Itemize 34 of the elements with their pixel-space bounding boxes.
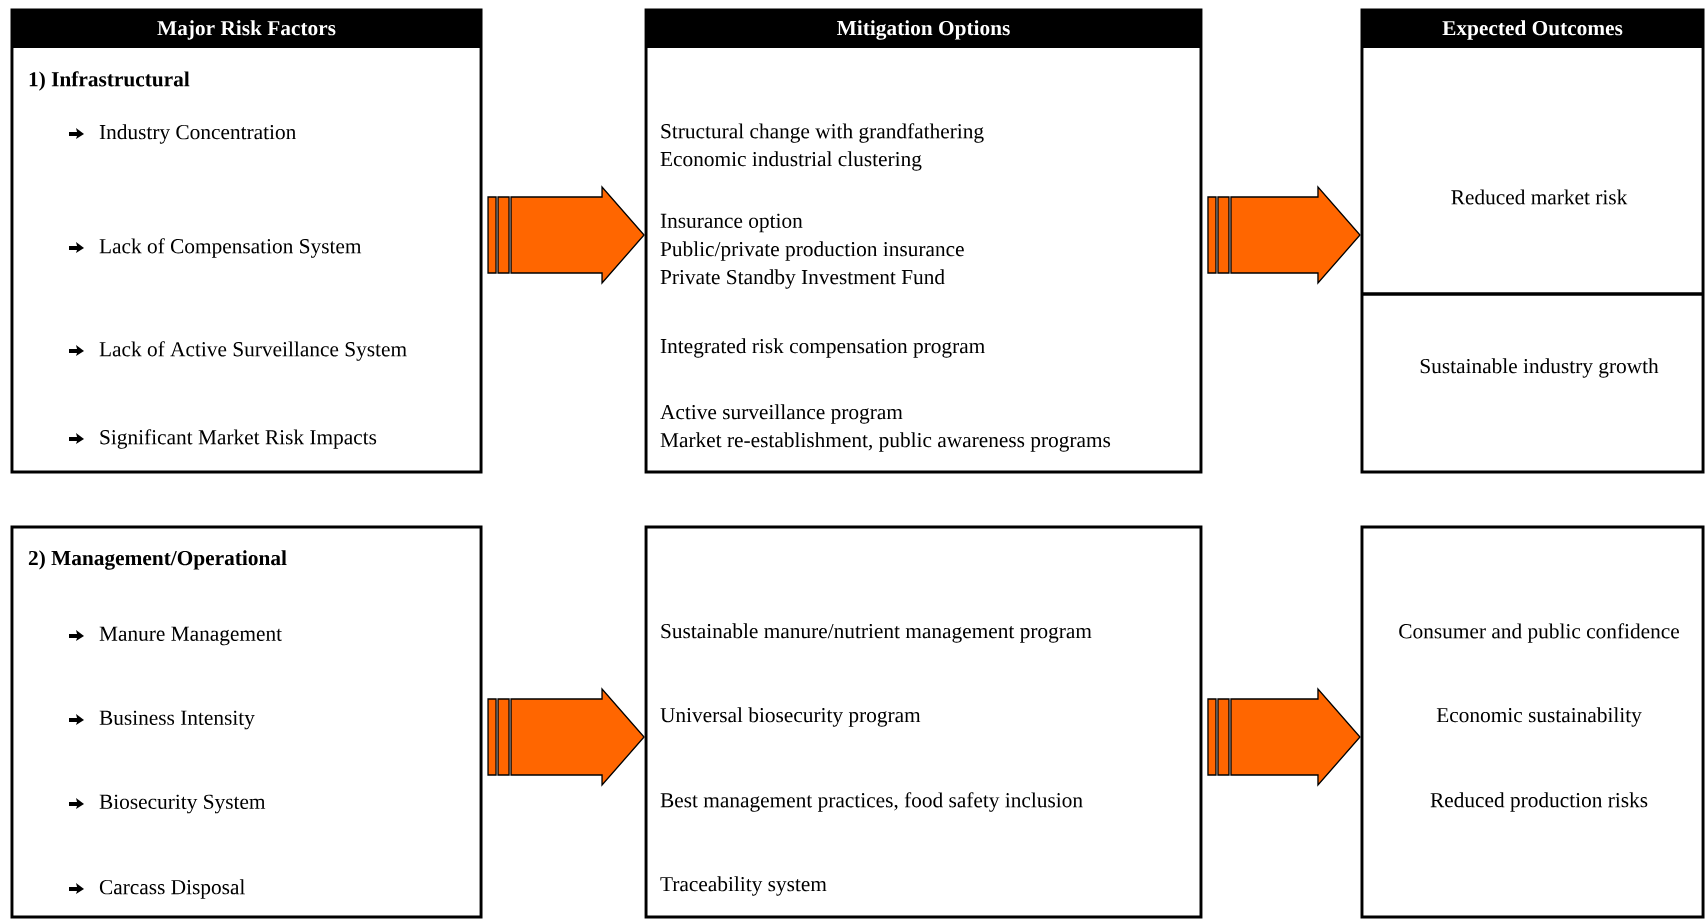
outcome-text: Sustainable industry growth: [1420, 358, 1659, 378]
risk-factor-text: Industry Concentration: [99, 124, 296, 144]
risk-factor-text: Business Intensity: [99, 710, 255, 730]
option-text: Active surveillance program: [660, 404, 903, 424]
outcome-text: Reduced production risks: [1430, 792, 1648, 812]
risk-factor-text: Lack of Compensation System: [99, 238, 362, 258]
outcome-text: Consumer and public confidence: [1399, 623, 1679, 643]
option-text: Best management practices, food safety inclusion: [660, 792, 1083, 812]
header-bar: Expected Outcomes: [1362, 10, 1703, 48]
block-arrow: [1207, 687, 1361, 787]
header-bar: Major Risk Factors: [12, 10, 481, 48]
risk-factor-text: Lack of Active Surveillance System: [99, 341, 407, 361]
block-arrow: [487, 185, 645, 285]
section-heading: 2) Management/Operational: [28, 550, 287, 570]
section-heading: 1) Infrastructural: [29, 71, 190, 91]
option-text: Economic industrial clustering: [660, 151, 922, 171]
block-arrow: [487, 687, 645, 787]
block-arrow: [1207, 185, 1361, 285]
risk-factor-text: Biosecurity System: [99, 794, 266, 814]
option-text: Integrated risk compensation program: [660, 338, 985, 358]
outcome-text: Reduced market risk: [1451, 189, 1628, 205]
risk-factor-text: Manure Management: [99, 626, 282, 646]
option-text: Structural change with grandfathering: [661, 123, 984, 143]
risk-factor-text: Carcass Disposal: [99, 879, 245, 899]
option-text: Market re-establishment, public awareness programs: [660, 432, 1111, 452]
risk-factor-text: Significant Market Risk Impacts: [100, 429, 377, 449]
option-text: Universal biosecurity program: [660, 707, 921, 727]
header-bar: Mitigation Options: [646, 10, 1201, 48]
option-text: Public/private production insurance: [660, 241, 964, 261]
option-text: Traceability system: [660, 876, 827, 896]
outcome-text: Economic sustainability: [1436, 707, 1642, 727]
option-text: Insurance option: [660, 213, 803, 233]
option-text: Private Standby Investment Fund: [660, 269, 945, 289]
option-text: Sustainable manure/nutrient management program: [661, 623, 1092, 643]
